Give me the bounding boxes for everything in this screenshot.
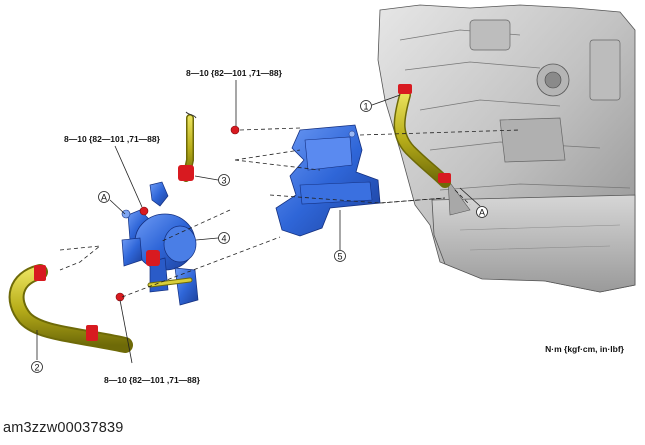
callout-label: 2 [34, 363, 39, 373]
torque-spec-top: 8—10 {82—101 ,71—88} [186, 68, 283, 78]
figure-id: am3zzw00037839 [3, 420, 124, 436]
hose-clamp-icon [34, 265, 46, 281]
callout-label: 3 [221, 176, 226, 186]
ref-mark-label: A [479, 208, 485, 218]
callout-label: 5 [337, 252, 342, 262]
callout-5: 5 [334, 250, 346, 262]
engine-block [377, 4, 636, 293]
leader-lines [36, 80, 481, 364]
hose-3 [178, 111, 197, 182]
callout-3: 3 [218, 174, 230, 186]
hose-clamp-icon [438, 173, 451, 183]
hose-1 [393, 84, 451, 188]
callout-4: 4 [218, 232, 230, 244]
torque-spec-left: 8—10 {82—101 ,71—88} [64, 134, 161, 144]
callout-label: 4 [221, 234, 226, 244]
units-note: N·m {kgf·cm, in·lbf} [545, 344, 625, 354]
hose-clamp-icon [86, 325, 98, 341]
ref-mark-a-right: A [476, 206, 488, 218]
torque-spec-bottom: 8—10 {82—101 ,71—88} [104, 375, 201, 385]
water-pump-4 [121, 181, 199, 306]
bolt-icon [230, 125, 240, 135]
hose-2 [8, 264, 133, 353]
callout-label: 1 [363, 102, 368, 112]
bolt-icon [139, 206, 149, 216]
assembly-guide-lines [59, 127, 521, 298]
callout-2: 2 [31, 361, 43, 373]
callout-1: 1 [360, 100, 372, 112]
bracket-5 [275, 124, 381, 237]
ref-mark-a-left: A [98, 191, 110, 203]
hose-clamp-icon [398, 84, 412, 94]
ref-mark-label: A [101, 193, 107, 203]
hose-clamp-icon [146, 250, 160, 266]
hose-clamp-icon [178, 165, 194, 181]
